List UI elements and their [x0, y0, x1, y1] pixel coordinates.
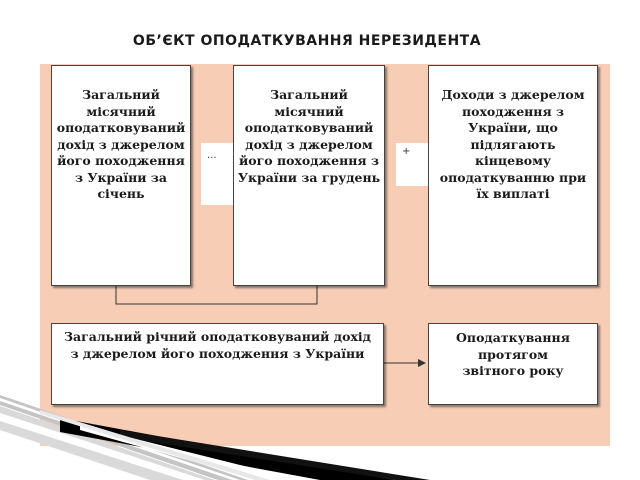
december-income-text: Загальний місячний оподатковуваний дохід…: [237, 87, 381, 185]
annual-income-box: Загальний річний оподатковуваний дохід з…: [51, 323, 384, 405]
final-taxation-income-text: Доходи з джерелом походження з України, …: [439, 87, 587, 201]
december-income-box: Загальний місячний оподатковуваний дохід…: [233, 65, 385, 286]
plus-operator-text: +: [402, 146, 411, 157]
ellipsis-operator: ...: [201, 143, 234, 205]
annual-income-text: Загальний річний оподатковуваний дохід з…: [64, 329, 371, 361]
final-taxation-income-box: Доходи з джерелом походження з України, …: [428, 65, 598, 286]
ellipsis-operator-text: ...: [207, 150, 217, 161]
taxation-during-year-text: Оподаткування протягом звітного року: [456, 330, 570, 378]
january-income-text: Загальний місячний оподатковуваний дохід…: [56, 87, 186, 201]
taxation-during-year-box: Оподаткування протягом звітного року: [428, 323, 598, 405]
january-income-box: Загальний місячний оподатковуваний дохід…: [51, 65, 191, 286]
connector-bracket: [115, 286, 318, 305]
diagram-title: ОБ’ЄКТ ОПОДАТКУВАННЯ НЕРЕЗИДЕНТА: [132, 33, 482, 49]
plus-operator: +: [396, 143, 428, 186]
